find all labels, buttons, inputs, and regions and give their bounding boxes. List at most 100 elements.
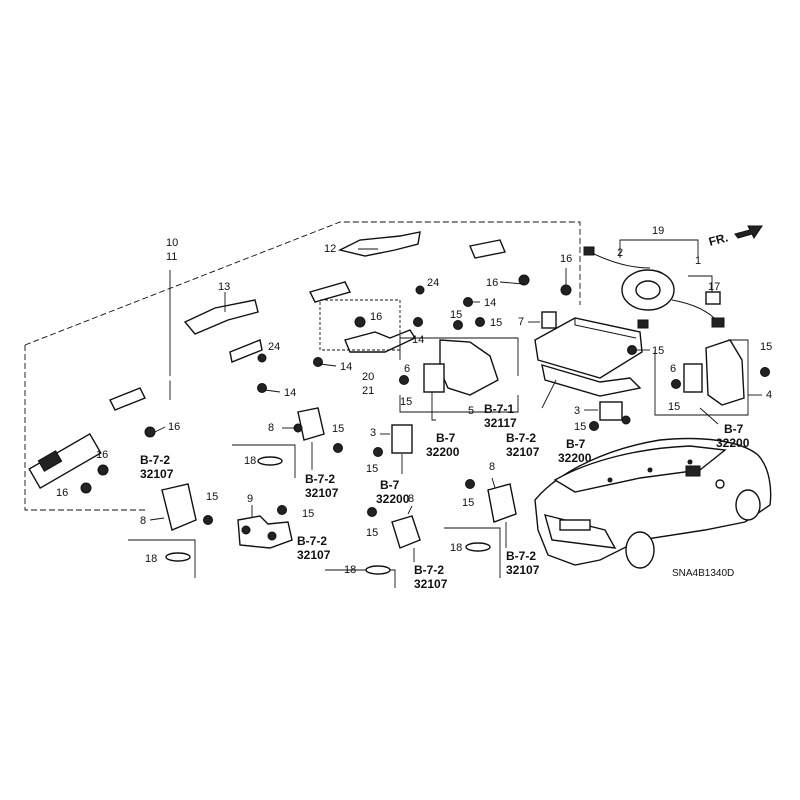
ref-32200-sensor3-right: 32200 (558, 451, 592, 465)
vehicle-wheel-rear (625, 531, 655, 569)
leader-1-17 (688, 275, 713, 292)
ref-b72-far-left: B-7-2 (140, 453, 170, 467)
box-18-ll (128, 539, 196, 578)
box-18-upper (232, 444, 296, 478)
label-14-d: 14 (284, 387, 296, 399)
label-18-ll: 18 (145, 553, 157, 565)
sensor-8-lower-left-group (128, 483, 213, 578)
srs-unit-group (528, 311, 650, 409)
label-8-lm: 8 (408, 493, 414, 505)
box-18-upper-group (232, 444, 296, 478)
label-11: 11 (166, 251, 177, 263)
ref-32107-lr: 32107 (506, 563, 540, 577)
label-14-b: 14 (412, 334, 424, 346)
label-5: 5 (468, 405, 474, 417)
ref-32200-box4: 32200 (716, 436, 750, 450)
label-14-c: 14 (340, 361, 352, 373)
sensor-8-lower-mid-group (325, 505, 421, 588)
cable-reel-hub (635, 280, 661, 300)
bracket-13 (183, 299, 259, 335)
vehicle-roof-glass (553, 445, 727, 493)
leader-sensor-4 (699, 407, 719, 425)
bolt-15-sensor8-lr (465, 479, 475, 489)
bolt-15-sensor8-ll (203, 515, 213, 525)
vehicle-mark-a (607, 477, 613, 483)
oring-18-upper (257, 456, 283, 466)
bolt-15-sensor3-left (373, 447, 383, 457)
label-16-b: 16 (96, 449, 108, 461)
ref-b7-sensor3-left: B-7 (380, 478, 400, 492)
clip-24-b (257, 353, 267, 363)
cable-reel-connector-c (711, 317, 725, 328)
bolt-16-group (80, 274, 572, 494)
ref-b7-box4: B-7 (724, 422, 744, 436)
label-16-f: 16 (560, 253, 572, 265)
vehicle-body (534, 437, 772, 569)
bolt-14-group (257, 297, 473, 393)
bolt-15-box4-in (671, 379, 681, 389)
bracket-mid-2 (469, 239, 506, 259)
sensor-box-5-group (399, 317, 519, 421)
bracket-20-21-box (319, 299, 401, 351)
ref-32107-lm: 32107 (414, 577, 448, 591)
label-19: 19 (652, 225, 664, 237)
sensor-8-lower-right (487, 483, 517, 523)
oring-18-ll (165, 552, 191, 562)
ref-32107-sensor9: 32107 (297, 548, 331, 562)
label-15-sensor8-lm: 15 (366, 527, 378, 539)
label-3-right: 3 (574, 405, 580, 417)
label-24-a: 24 (427, 277, 439, 289)
bolt-15-sensor9 (277, 505, 287, 515)
bolt-15-box5 (399, 375, 409, 385)
bracket-mid-1 (308, 281, 352, 303)
label-15-box4: 15 (760, 341, 772, 353)
label-18-lm: 18 (344, 564, 356, 576)
bolt-16-c (80, 482, 92, 494)
label-8-ll: 8 (140, 515, 146, 527)
inflator-connector (37, 450, 63, 472)
ref-b72-upper: B-7-2 (305, 472, 335, 486)
label-3-left: 3 (370, 427, 376, 439)
label-13: 13 (218, 281, 230, 293)
curtain-airbag-inflator (28, 433, 102, 489)
bolt-14-b (413, 317, 423, 327)
label-15-box4-in: 15 (668, 401, 680, 413)
sensor-9 (237, 515, 293, 549)
label-21: 21 (362, 385, 374, 397)
ref-b72-lm: B-7-2 (414, 563, 444, 577)
label-6-right: 6 (670, 363, 676, 375)
label-7: 7 (518, 316, 524, 328)
sensor-6-right (683, 363, 703, 393)
box-18-lm (325, 569, 396, 588)
bolt-stud-7 (541, 311, 557, 329)
label-4: 4 (766, 389, 772, 401)
ref-32200-box5: 32200 (426, 445, 460, 459)
srs-unit-bracket (541, 364, 642, 397)
ref-32200-sensor3-left: 32200 (376, 492, 410, 506)
sensor-9-hole-a (241, 525, 251, 535)
sensor-6-left (423, 363, 445, 393)
ref-32117-srs: 32117 (484, 416, 517, 430)
bolt-16-b (97, 464, 109, 476)
ref-b72-sensor9: B-7-2 (297, 534, 327, 548)
label-8-upper: 8 (268, 422, 274, 434)
label-16-e: 16 (486, 277, 498, 289)
label-24-b: 24 (268, 341, 280, 353)
label-15-box5: 15 (400, 396, 412, 408)
bolt-15-top-a (453, 320, 463, 330)
box-5-outline-bottom (399, 395, 519, 413)
label-17: 17 (708, 281, 720, 293)
vehicle-wheel-front (735, 489, 761, 521)
cable-reel-group (583, 239, 725, 329)
ref-b71-srs: B-7-1 (484, 402, 514, 416)
ref-b7-sensor3-right: B-7 (566, 437, 586, 451)
bolt-15-sensor3 (589, 421, 599, 431)
leader-sensor-6 (431, 392, 436, 421)
box-5-outline (399, 337, 519, 376)
label-15-srs: 15 (652, 345, 664, 357)
sensor-bracket-4 (705, 339, 745, 406)
sensor-8-lower-mid (391, 515, 421, 549)
sensor-3-mid-group (584, 401, 631, 431)
sensor-3-right-plug (621, 415, 631, 425)
